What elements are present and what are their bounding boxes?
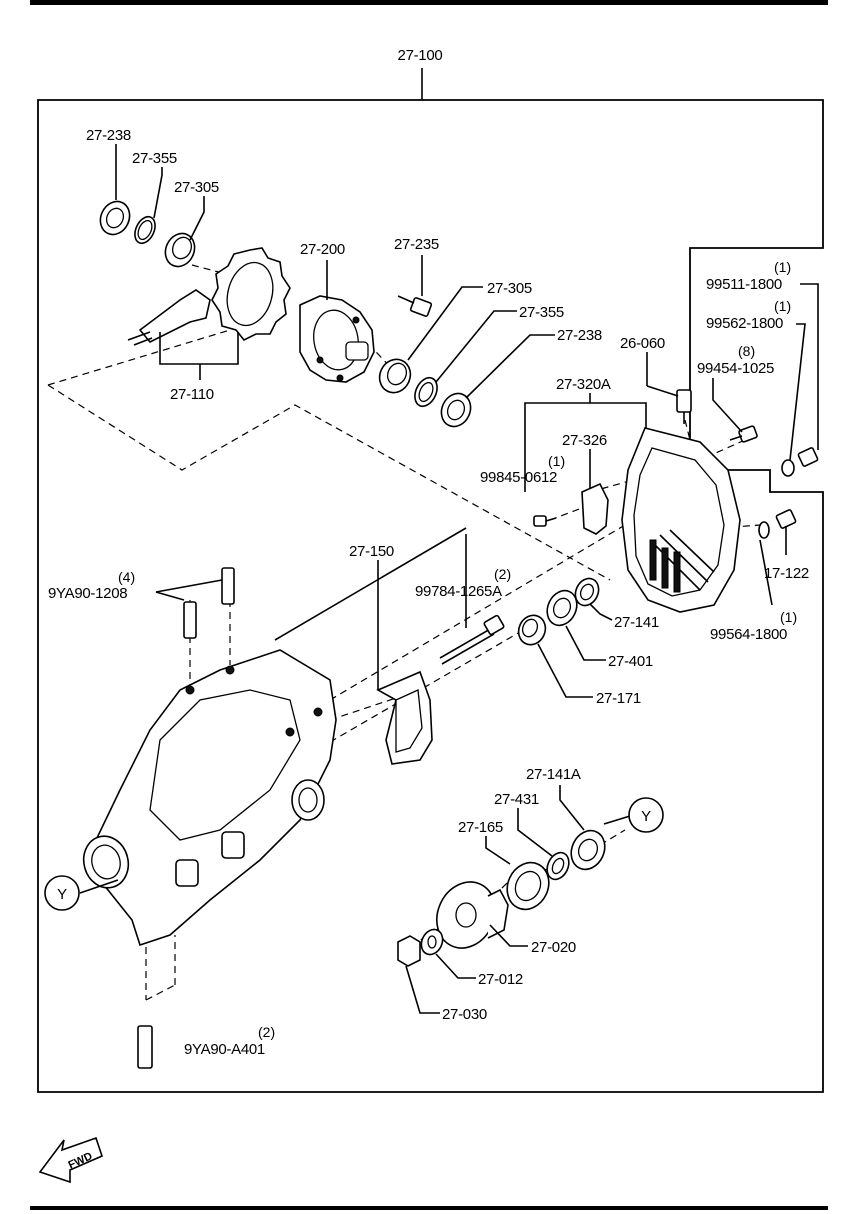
shim-27-355-mid <box>414 376 438 408</box>
callout-27-141A: 27-141A <box>526 766 581 783</box>
seal-27-141A <box>570 829 606 871</box>
assembly-frame <box>37 68 824 1093</box>
bolt-99784-1265A <box>439 614 505 665</box>
ref-y-marker-left: Y <box>44 875 80 911</box>
bearing-27-305-mid <box>378 358 412 394</box>
qty-9YA90-1208: (4) <box>118 569 135 585</box>
assembly-label: 27-100 <box>398 47 443 64</box>
mount-27-150 <box>376 670 433 765</box>
ref-y-marker-right: Y <box>628 797 664 833</box>
callout-26-060: 26-060 <box>620 335 665 352</box>
qty-99454-1025: (8) <box>738 343 755 359</box>
callout-27-110: 27-110 <box>170 386 214 403</box>
bolt-27-235 <box>397 295 433 317</box>
qty-99562-1800: (1) <box>774 298 791 314</box>
callout-27-320A: 27-320A <box>556 376 611 393</box>
plug-17-122 <box>775 509 797 555</box>
callout-27-200: 27-200 <box>300 241 345 258</box>
qty-9YA90-A401: (2) <box>258 1024 275 1040</box>
differential-case <box>299 295 375 383</box>
callout-27-355-top: 27-355 <box>132 150 177 167</box>
callout-99784-1265A: 99784-1265A <box>415 583 502 600</box>
callout-27-030: 27-030 <box>442 1006 487 1023</box>
bearing-27-165 <box>506 861 550 911</box>
callout-99454-1025: 99454-1025 <box>697 360 774 377</box>
washer-27-012 <box>420 928 444 956</box>
leader-lines <box>79 144 819 1014</box>
plug-99511-1800 <box>797 447 819 467</box>
callout-27-305-top: 27-305 <box>174 179 219 196</box>
callout-9YA90-A401: 9YA90-A401 <box>184 1041 265 1058</box>
qty-99564-1800: (1) <box>780 609 797 625</box>
callout-27-355-mid: 27-355 <box>519 304 564 321</box>
callout-27-171: 27-171 <box>596 690 641 707</box>
bolt-99454-1025 <box>729 425 758 443</box>
callout-27-238-top: 27-238 <box>86 127 131 144</box>
ref-y-label-right: Y <box>641 808 651 825</box>
callout-27-235: 27-235 <box>394 236 439 253</box>
callout-27-150: 27-150 <box>349 543 394 560</box>
studs-9YA90-1208 <box>183 567 235 639</box>
gasket-99562-1800 <box>781 459 795 477</box>
qty-99845-0612: (1) <box>548 453 565 469</box>
callout-27-238-mid: 27-238 <box>557 327 602 344</box>
fwd-arrow-icon: FWD <box>38 1136 103 1184</box>
seal-27-238-top <box>99 200 131 236</box>
seal-27-238-mid <box>440 392 472 428</box>
callout-99562-1800: 99562-1800 <box>706 315 783 332</box>
bottom-rule <box>30 1206 828 1210</box>
bearing-27-401 <box>546 589 578 627</box>
qty-99784-1265A: (2) <box>494 566 511 582</box>
callout-99511-1800: 99511-1800 <box>706 276 782 293</box>
nut-27-030 <box>397 935 421 967</box>
callout-27-326: 27-326 <box>562 432 607 449</box>
ring-and-pinion-gear <box>127 247 291 346</box>
callout-27-305-mid: 27-305 <box>487 280 532 297</box>
callout-99564-1800: 99564-1800 <box>710 626 787 643</box>
bearing-27-305-top <box>164 232 196 268</box>
callout-9YA90-1208: 9YA90-1208 <box>48 585 127 602</box>
rear-cover <box>621 427 741 613</box>
stud-9YA90-A401 <box>137 1025 153 1069</box>
bearing-27-171 <box>517 614 547 646</box>
qty-99511-1800: (1) <box>774 259 791 275</box>
top-rule <box>30 0 828 5</box>
callout-labels: 27-100 27-238 27-355 27-305 27-110 27-20… <box>48 47 809 1058</box>
bracket-27-326 <box>581 482 609 535</box>
differential-carrier-housing <box>82 649 337 947</box>
callout-27-431: 27-431 <box>494 791 539 808</box>
shim-27-355-top <box>134 215 156 245</box>
callout-27-020: 27-020 <box>531 939 576 956</box>
callout-99845-0612: 99845-0612 <box>480 469 557 486</box>
seal-27-141 <box>574 577 600 607</box>
callout-27-401: 27-401 <box>608 653 653 670</box>
ref-y-label-left: Y <box>57 886 67 903</box>
callout-27-165: 27-165 <box>458 819 503 836</box>
callout-17-122: 17-122 <box>764 565 809 582</box>
gasket-99564-1800 <box>758 521 770 539</box>
spacer-27-431 <box>546 851 570 881</box>
breather-26-060 <box>676 389 692 424</box>
callout-27-141: 27-141 <box>614 614 659 631</box>
bolt-99845-0612 <box>533 515 557 527</box>
callout-27-012: 27-012 <box>478 971 523 988</box>
